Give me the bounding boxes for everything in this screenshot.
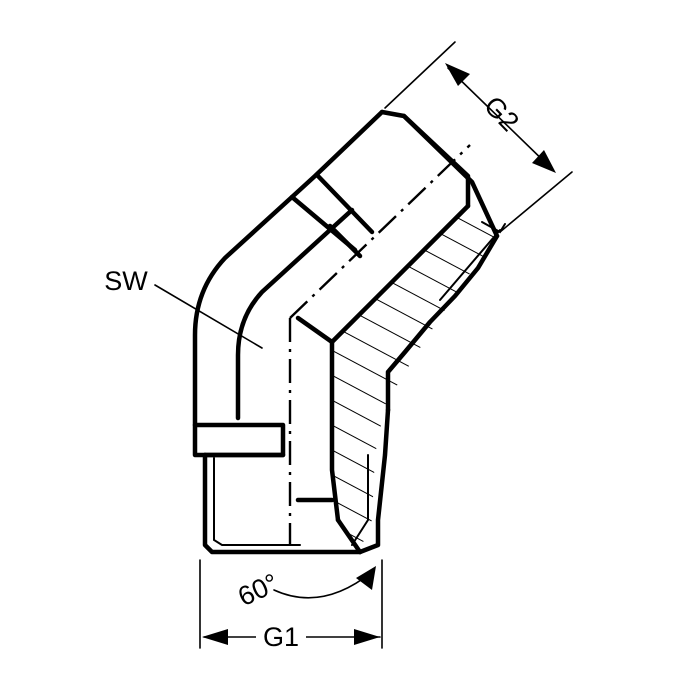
- g1-label: G1: [263, 622, 299, 652]
- center-lines: [288, 144, 471, 545]
- angle-60: 60°: [233, 566, 376, 612]
- sw-label: SW: [104, 266, 148, 296]
- g2-label: G2: [478, 90, 525, 137]
- sw-callout: SW: [104, 266, 263, 349]
- lower-spigot: [192, 422, 369, 555]
- dimension-g2: G2: [384, 41, 573, 233]
- elbow-body: [192, 109, 500, 555]
- dimension-g1: G1: [199, 559, 383, 652]
- angle-label: 60°: [233, 568, 283, 612]
